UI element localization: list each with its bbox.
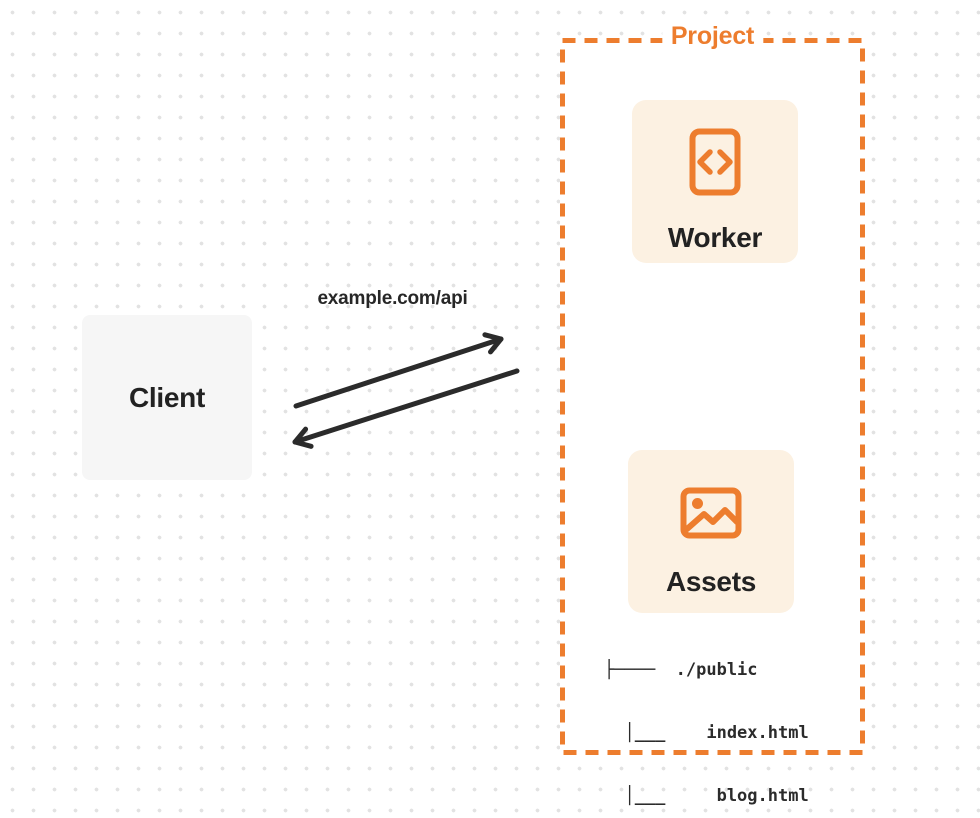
project-boundary: Project Worker Assets ├─ [560,21,865,806]
file-tree-line: ├──── ./public [604,660,758,680]
response-arrow [292,368,520,449]
request-arrow [293,332,504,409]
assets-label: Assets [665,566,757,597]
worker-node: Worker [632,100,798,263]
assets-node: Assets [628,450,794,613]
client-label: Client [129,381,205,413]
request-url-label: example.com/api [317,288,468,309]
client-node: Client [82,315,252,480]
worker-label: Worker [667,222,763,253]
file-tree-line: │___ blog.html [604,786,809,806]
code-icon [689,128,741,196]
image-icon [680,487,742,539]
project-label: Project [661,21,764,51]
file-tree-line: │___ index.html [604,723,809,743]
file-tree: ├──── ./public │___ index.html │___ blog… [604,618,809,818]
